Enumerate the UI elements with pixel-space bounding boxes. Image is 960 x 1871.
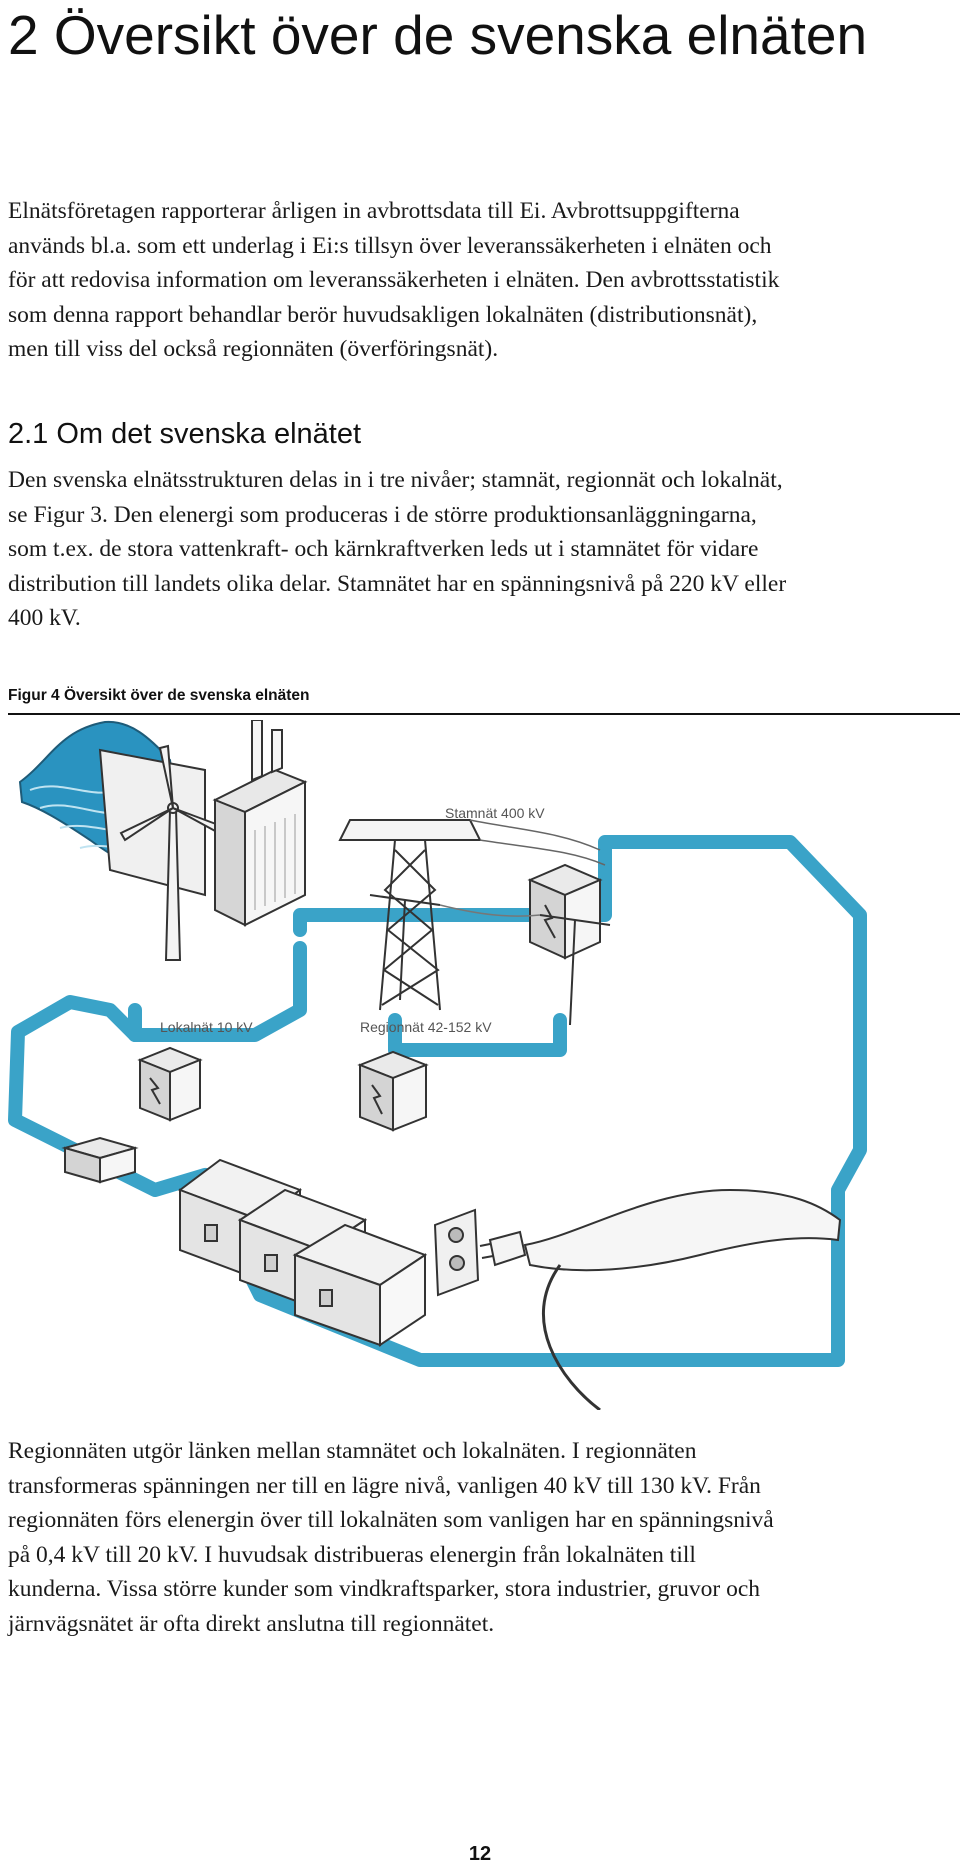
intro-paragraph: Elnätsföretagen rapporterar årligen in a… — [8, 194, 958, 367]
section-line: se Figur 3. Den elenergi som produceras … — [8, 501, 757, 528]
stamnat-substation — [527, 863, 603, 960]
label-stamnat: Stamnät 400 kV — [445, 805, 545, 821]
network-cable-branch — [128, 1003, 567, 1057]
hydro-water-waves — [29, 785, 176, 855]
page-number: 12 — [468, 1843, 492, 1865]
caption-rule — [8, 713, 960, 715]
regional-line: Regionnäten utgör länken mellan stamnäte… — [8, 1438, 697, 1464]
figure-caption: Figur 4 Översikt över de svenska elnäten — [8, 687, 310, 704]
section-line: 400 kV. — [8, 605, 81, 631]
intro-line: används bl.a. som ett underlag i Ei:s ti… — [8, 232, 772, 259]
grid-overview-illustration: Stamnät 400 kV Lokalnät 10 kV Regionnät … — [0, 720, 960, 1410]
regional-paragraph: Regionnäten utgör länken mellan stamnäte… — [8, 1434, 958, 1641]
regional-line: transformeras spänningen ner till en läg… — [8, 1472, 761, 1499]
wall-socket — [433, 1208, 480, 1297]
local-substation-1 — [137, 1046, 203, 1122]
power-plant — [212, 720, 308, 927]
wind-turbine — [119, 744, 234, 961]
local-substation-2 — [357, 1050, 429, 1132]
regional-line: regionnäten förs elenergin över till lok… — [8, 1507, 774, 1533]
regional-poles — [369, 894, 611, 1026]
regional-line: kunderna. Vissa större kunder som vindkr… — [8, 1576, 760, 1602]
section-paragraph: Den svenska elnätsstrukturen delas in i … — [8, 463, 958, 636]
regional-line: på 0,4 kV till 20 kV. I huvudsak distrib… — [8, 1541, 696, 1568]
intro-line: som denna rapport behandlar berör huvuds… — [8, 301, 758, 328]
intro-line: för att redovisa information om leverans… — [8, 267, 780, 293]
chapter-heading: 2 Översikt över de svenska elnäten — [8, 4, 868, 66]
intro-line: Elnätsföretagen rapporterar årligen in a… — [8, 198, 740, 224]
section-line: distribution till landets olika delar. S… — [8, 570, 787, 597]
regional-line: järnvägsnätet är ofta direkt anslutna ti… — [8, 1610, 495, 1637]
illustration-svg: Stamnät 400 kV Lokalnät 10 kV Regionnät … — [8, 720, 867, 1410]
plug-and-cord — [479, 1188, 842, 1410]
section-line: Den svenska elnätsstrukturen delas in i … — [8, 467, 783, 493]
section-line: som t.ex. de stora vattenkraft- och kärn… — [8, 536, 759, 562]
intro-line: men till viss del också regionnäten (öve… — [8, 336, 499, 362]
section-heading: 2.1 Om det svenska elnätet — [8, 418, 362, 450]
house-3 — [292, 1223, 428, 1347]
high-voltage-lines — [469, 819, 606, 866]
label-lokalnat: Lokalnät 10 kV — [160, 1019, 253, 1035]
label-regionnat: Regionnät 42-152 kV — [360, 1019, 492, 1035]
local-transformer — [61, 1136, 139, 1184]
